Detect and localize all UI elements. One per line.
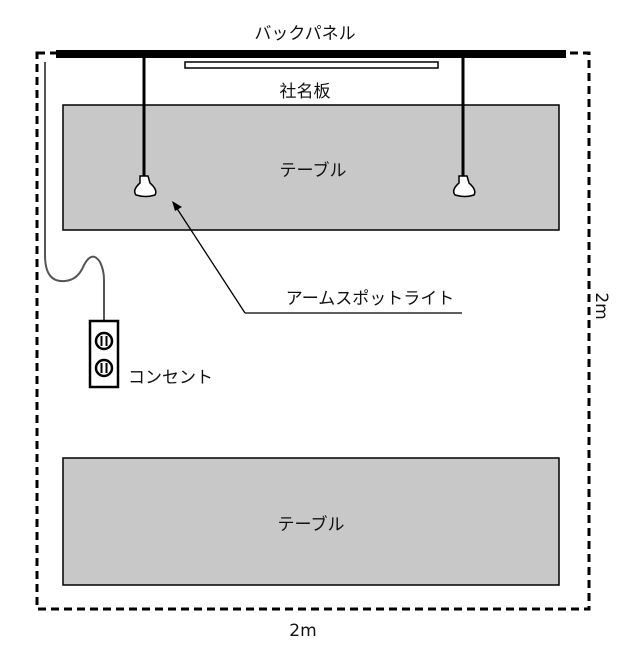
name-plate [184,61,439,69]
depth-dimension-label: 2m [591,292,611,319]
arm-spotlight-label: アームスポットライト [286,289,454,309]
outlet [88,319,120,389]
socket-icon [94,358,114,378]
outlet-label: コンセント [128,368,213,388]
name-plate-label: 社名板 [280,82,331,102]
width-dimension-label: 2m [289,621,316,641]
spotlight-left [133,58,157,198]
arrowhead-icon [172,201,182,211]
table-top-label: テーブル [280,160,347,181]
table-bottom-label: テーブル [278,514,345,535]
table-bottom [62,457,560,586]
spotlight-right [452,58,476,198]
power-cable [44,62,105,321]
back-panel [56,50,566,58]
lamp-icon [133,175,157,198]
table-top [62,104,560,231]
lamp-icon [452,175,476,198]
back-panel-label: バックパネル [254,24,355,44]
socket-icon [94,331,114,351]
spotlight-leader [172,201,462,314]
